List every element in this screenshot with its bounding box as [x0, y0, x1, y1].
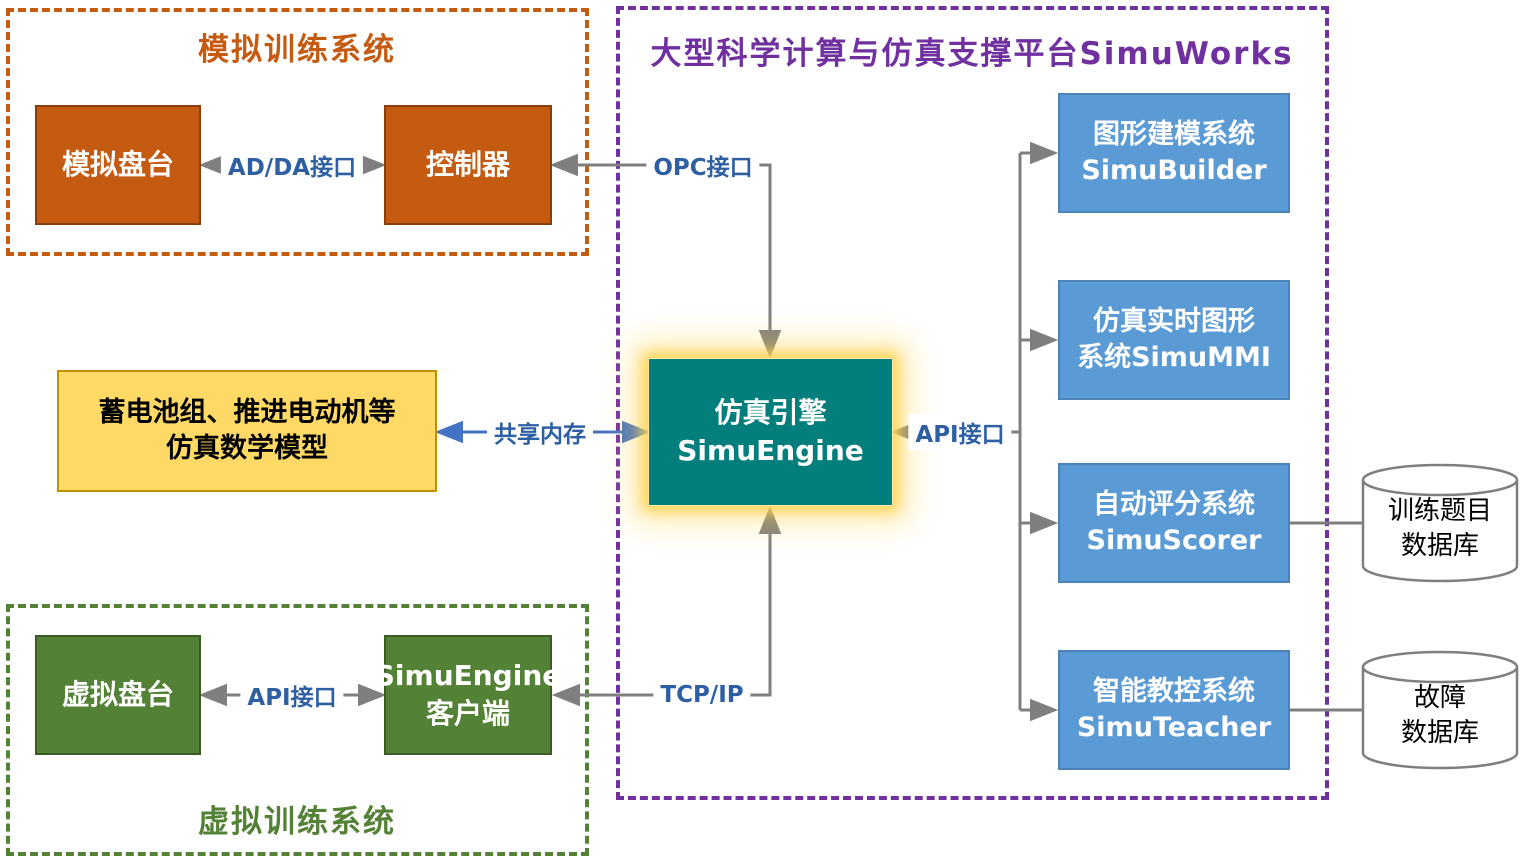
node-simuengine: 仿真引擎 SimuEngine	[648, 358, 893, 506]
node-fault-db: 故障 数据库	[1360, 648, 1520, 773]
edge-label-tcpip: TCP/IP	[653, 681, 751, 709]
node-simuengine-client: SimuEngine 客户端	[375, 635, 561, 755]
simuengine-client-line2: 客户端	[425, 697, 510, 730]
edge-label-shared-memory: 共享内存	[487, 414, 593, 450]
edge-label-api-client: API接口	[240, 677, 344, 713]
node-sim-console: 模拟盘台	[35, 105, 201, 225]
node-training-db: 训练题目 数据库	[1360, 461, 1520, 586]
group-simuworks	[616, 6, 1329, 800]
simummi-line2: 系统SimuMMI	[1077, 342, 1271, 373]
database-cylinder-icon	[1361, 650, 1519, 770]
simuengine-line2: SimuEngine	[677, 434, 864, 467]
node-virtual-console: 虚拟盘台	[35, 635, 201, 755]
group-sim-training	[6, 8, 589, 256]
edge-opc-line	[549, 153, 782, 359]
simuscorer-line1: 自动评分系统	[1093, 488, 1255, 520]
edge-tcpip-line	[551, 505, 782, 707]
simuteacher-line1: 智能教控系统	[1093, 675, 1255, 707]
sim-console-label: 模拟盘台	[61, 148, 174, 182]
math-model-line2: 仿真数学模型	[166, 433, 328, 464]
fault-db-line2: 数据库	[1400, 718, 1479, 749]
database-cylinder-icon	[1361, 463, 1519, 583]
edge-label-opc: OPC接口	[646, 147, 760, 183]
edge-label-ad-da: AD/DA接口	[220, 147, 364, 183]
group-sim-training-title: 模拟训练系统	[198, 32, 396, 68]
node-simummi: 仿真实时图形 系统SimuMMI	[1058, 280, 1290, 400]
math-model-line1: 蓄电池组、推进电动机等	[98, 396, 396, 428]
fault-db-label: 故障 数据库	[1360, 648, 1520, 773]
group-simuworks-title: 大型科学计算与仿真支撑平台SimuWorks	[650, 36, 1294, 72]
simubuilder-line1: 图形建模系统	[1093, 118, 1255, 150]
fault-db-line1: 故障	[1413, 683, 1466, 713]
node-simubuilder: 图形建模系统 SimuBuilder	[1058, 93, 1290, 213]
simuengine-line1: 仿真引擎	[714, 396, 827, 430]
node-math-model: 蓄电池组、推进电动机等 仿真数学模型	[57, 370, 437, 492]
simuengine-client-line1: SimuEngine	[374, 659, 562, 693]
node-simuteacher: 智能教控系统 SimuTeacher	[1058, 650, 1290, 770]
virtual-console-label: 虚拟盘台	[61, 678, 174, 712]
edge-label-api-platform: API接口	[908, 414, 1012, 450]
controller-label: 控制器	[425, 148, 510, 182]
node-simuscorer: 自动评分系统 SimuScorer	[1058, 463, 1290, 583]
group-virtual-training	[6, 604, 589, 856]
simummi-line1: 仿真实时图形	[1093, 305, 1255, 337]
node-controller: 控制器	[384, 105, 552, 225]
training-db-line1: 训练题目	[1387, 496, 1492, 526]
simuteacher-line2: SimuTeacher	[1076, 712, 1272, 743]
simubuilder-line2: SimuBuilder	[1081, 155, 1267, 186]
training-db-label: 训练题目 数据库	[1360, 461, 1520, 586]
group-virtual-training-title: 虚拟训练系统	[198, 804, 396, 840]
simuscorer-line2: SimuScorer	[1086, 525, 1262, 556]
training-db-line2: 数据库	[1400, 531, 1479, 562]
